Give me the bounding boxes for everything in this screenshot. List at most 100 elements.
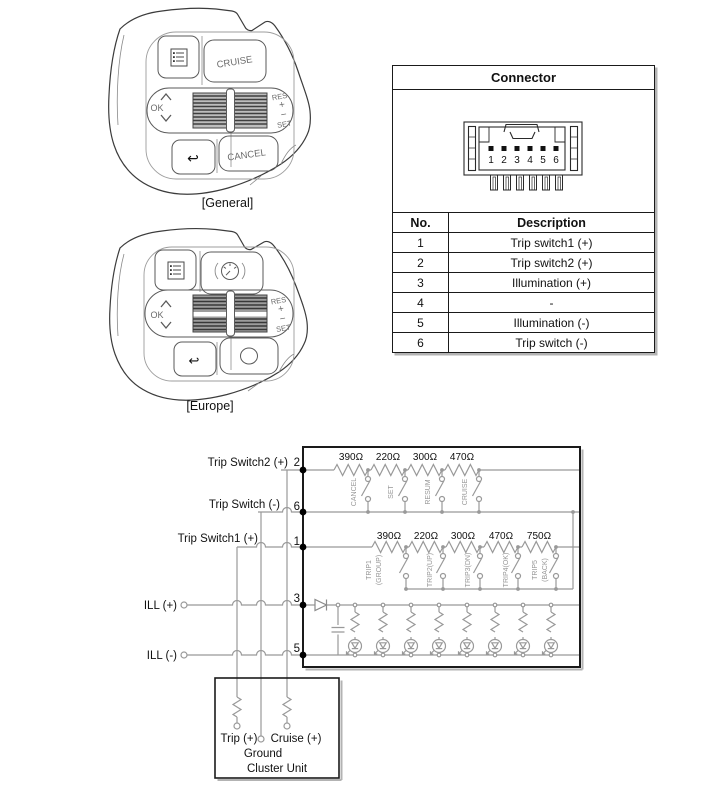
set-label: SET (276, 118, 292, 129)
switch-label-trip1-group: (GROUP) (376, 555, 383, 585)
pin-number: 5 (540, 155, 546, 166)
connector-cavity (478, 126, 566, 171)
cruise-mode-button (200, 251, 264, 295)
back-arrow-icon: ↩ (187, 150, 199, 166)
back-button (173, 341, 217, 377)
resistor-value: 470Ω (489, 531, 514, 542)
cluster-trip-label: Trip (+) (221, 733, 258, 745)
roller-highlight (193, 312, 227, 317)
pin-number-5: 5 (294, 643, 300, 655)
cluster-unit-box (214, 677, 340, 779)
pin-no: 2 (392, 252, 449, 273)
caption-general: [General] (201, 196, 254, 210)
roller-hatch (193, 297, 227, 331)
scroll-rollers (192, 88, 268, 133)
roller-hatch (233, 95, 267, 125)
ok-chevrons (160, 92, 172, 123)
pin-description: Trip switch (-) (448, 332, 655, 353)
col-header-description: Description (448, 212, 655, 233)
connector-legs (490, 174, 563, 191)
pin-number: 3 (514, 155, 520, 166)
connector-drawing: 1 2 3 4 5 6 (463, 121, 583, 191)
pin-description: - (448, 292, 655, 313)
ok-chevrons (160, 299, 172, 330)
switch-module-box (302, 446, 581, 668)
wire-ill-neg (187, 649, 303, 656)
pin-no: 5 (392, 312, 449, 333)
pin-no: 6 (392, 332, 449, 353)
chevron-down-icon (160, 321, 172, 330)
menu-icon (170, 48, 188, 67)
trip-terminal (233, 722, 241, 730)
res-set-labels: RES + − SET (270, 295, 292, 334)
pin-description: Illumination (+) (448, 272, 655, 293)
cluster-ground-label: Ground (244, 748, 282, 760)
signal-label-trip-switch2: Trip Switch2 (+) (208, 457, 289, 469)
circuit-diagram: Trip Switch2 (+) Trip Switch (-) Trip Sw… (144, 446, 584, 781)
minus-label: − (279, 313, 287, 325)
signal-label-trip-switch-neg: Trip Switch (-) (209, 499, 280, 511)
roller-hatch (233, 297, 267, 331)
resistor-value: 390Ω (339, 452, 364, 463)
blank-circle-icon (240, 347, 258, 365)
resistor-value: 470Ω (450, 452, 475, 463)
cruise-button (203, 39, 267, 83)
caption-europe: [Europe] (186, 399, 234, 413)
cruise-terminal (283, 722, 291, 730)
pin-no: 3 (392, 272, 449, 293)
scroll-pill (146, 87, 294, 134)
ground-terminal (257, 735, 265, 743)
switch-label-cruise: CRUISE (462, 478, 469, 505)
blank-round-button (219, 337, 279, 375)
back-button (171, 139, 216, 175)
switch-label-trip4: TRIP4(OK) (503, 553, 510, 588)
switch-label-trip2: TRIP2(UP) (427, 553, 434, 587)
back-arrow-icon: ↩ (189, 353, 200, 368)
pin-description: Trip switch1 (+) (448, 232, 655, 253)
steering-remote-general-drawing: CRUISE OK RES + − SET ↩ CANCEL (108, 7, 311, 195)
cluster-feed-wires (236, 470, 288, 736)
res-label: RES (271, 91, 288, 103)
connector-rail-left (467, 125, 477, 172)
ill-pos-terminal (180, 601, 188, 609)
pin-number-6: 6 (294, 501, 300, 513)
wheel-contour (108, 7, 311, 195)
set-label: SET (275, 323, 291, 334)
trip-return-wire (406, 512, 574, 590)
pin-no: 1 (392, 232, 449, 253)
resistor-value: 390Ω (377, 531, 402, 542)
ok-label: OK (150, 310, 163, 320)
connector-latch (509, 131, 536, 140)
roller-divider (226, 88, 235, 133)
roller-highlight (233, 312, 267, 317)
cluster-cruise-label: Cruise (+) (271, 733, 322, 745)
switch-label-trip5-back: (BACK) (542, 558, 549, 582)
connector-table-title: Connector (392, 65, 655, 90)
plus-label: + (277, 303, 285, 315)
pin-number: 1 (488, 155, 494, 166)
pin-number-1: 1 (294, 536, 300, 548)
switch-label-set: SET (388, 484, 395, 498)
connector-drawing-cell: 1 2 3 4 5 6 (392, 89, 655, 213)
menu-icon (167, 261, 185, 280)
chevron-down-icon (160, 114, 172, 123)
roller-hatch (193, 95, 227, 125)
button-bezel (145, 31, 295, 180)
ok-label: OK (150, 103, 163, 113)
switch-label-trip3: TRIP3(DN) (465, 553, 472, 588)
scroll-rollers (192, 290, 268, 337)
steering-remote-europe-drawing: OK RES + − SET ↩ (109, 228, 308, 401)
diode-symbol (314, 598, 328, 612)
roller-divider (226, 290, 235, 337)
cruise-label: CRUISE (216, 54, 253, 70)
chevron-up-icon (160, 299, 172, 308)
junction-dots (366, 468, 575, 591)
resistor-value: 300Ω (413, 452, 438, 463)
resistor-value: 220Ω (414, 531, 439, 542)
res-set-labels: RES + − SET (271, 91, 293, 130)
switch-label-cancel: CANCEL (351, 478, 358, 507)
wire-pin1 (237, 541, 303, 548)
